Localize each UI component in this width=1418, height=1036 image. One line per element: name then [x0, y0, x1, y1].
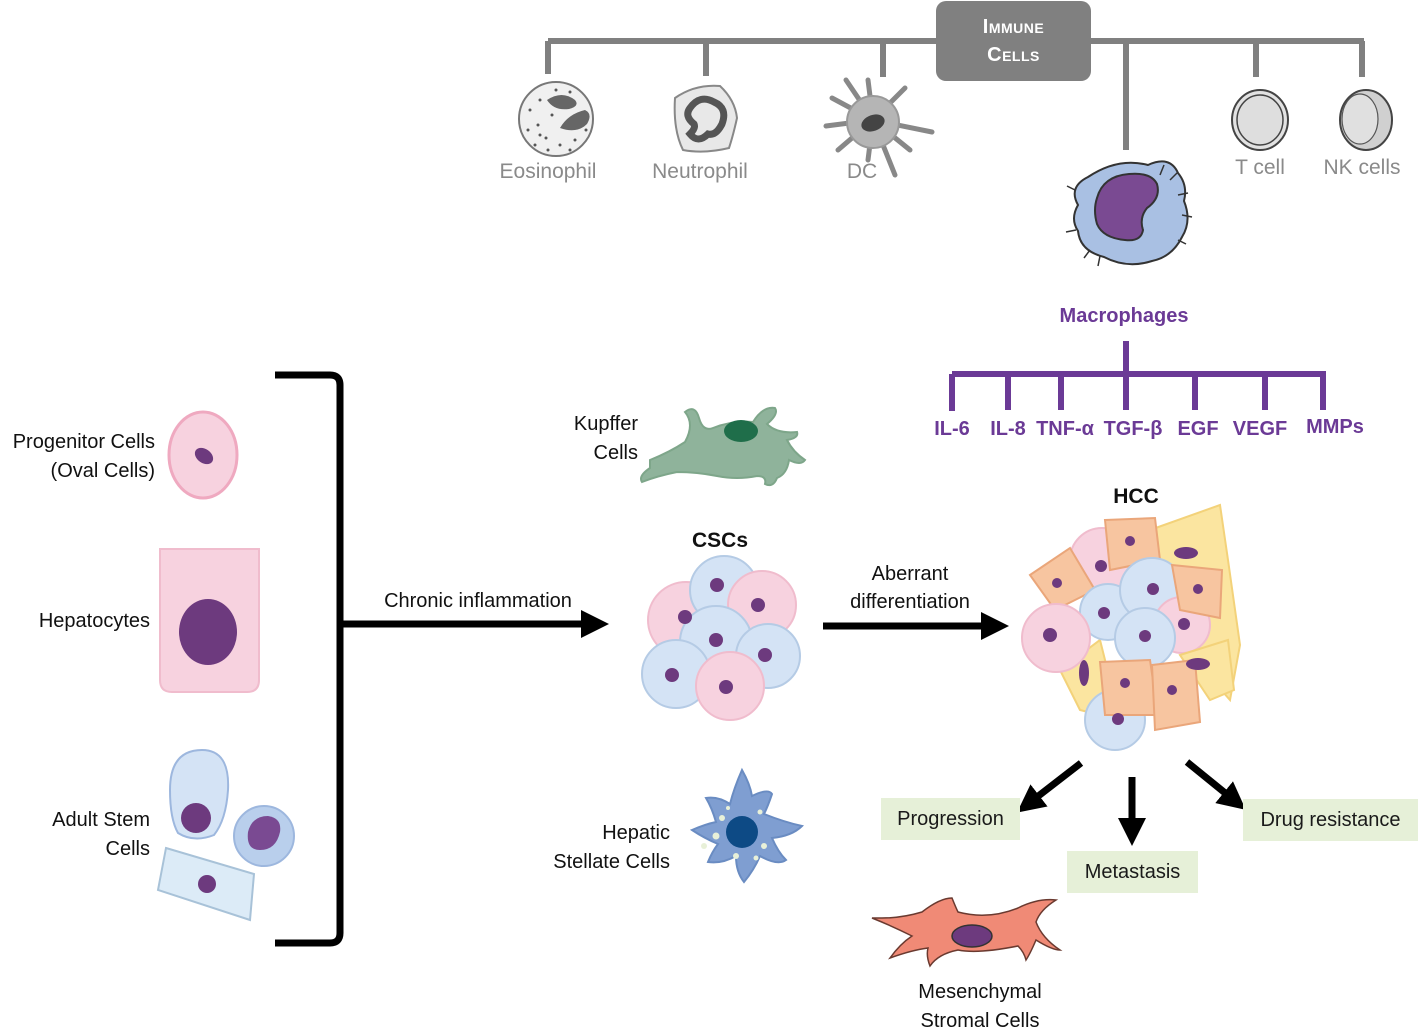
hepatocyte-icon: [159, 548, 260, 693]
factor-il-6: IL-6: [934, 418, 970, 440]
dc-label: DC: [846, 160, 878, 183]
stellate-label-line2: Stellate Cells: [553, 851, 670, 873]
factor-mmps: MMPs: [1306, 416, 1364, 438]
hcc-tumor-icon: [1021, 503, 1242, 751]
kupffer-label-line2: Cells: [593, 442, 638, 464]
immune-cells-box: Immune Cells: [936, 1, 1091, 81]
progression-arrow: [1016, 760, 1084, 813]
t-cell-label: T cell: [1235, 156, 1285, 179]
nk-cell-icon: [1339, 89, 1393, 151]
factor-tgf-beta: TGF-β: [1103, 418, 1163, 440]
adult-stem-cells-label: Adult Stem Cells: [0, 806, 150, 864]
outcome-drug-resistance: Drug resistance: [1243, 799, 1418, 841]
aberrant-differentiation-label: Aberrant differentiation: [820, 560, 1000, 616]
adult-stem-cells-label-line1: Adult Stem: [52, 809, 150, 831]
factor-tnf-alpha: TNF-α: [1036, 418, 1094, 440]
immune-cells-title-line1: Immune: [982, 16, 1045, 38]
arrows: [340, 610, 1246, 846]
kupffer-cell-icon: [640, 406, 807, 487]
mesenchymal-stromal-cell-icon: [871, 897, 1063, 968]
aberrant-label-line2: differentiation: [850, 591, 970, 613]
hepatic-stellate-cell-icon: [689, 767, 804, 884]
drug-resistance-arrow: [1184, 759, 1246, 810]
macrophage-factor-tree: [949, 341, 1326, 411]
kupffer-cells-label: Kupffer Cells: [520, 410, 638, 468]
hepatocytes-label: Hepatocytes: [38, 610, 150, 632]
neutrophil-icon: [673, 84, 739, 153]
dendritic-cell-icon: [823, 77, 935, 178]
msc-label-line1: Mesenchymal: [918, 981, 1042, 1003]
progenitor-cells-label-line2: (Oval Cells): [50, 460, 155, 482]
progenitor-cell-icon: [167, 410, 239, 500]
progenitor-cells-label: Progenitor Cells (Oval Cells): [0, 428, 155, 486]
origin-bracket: [275, 371, 350, 947]
mesenchymal-stromal-cells-label: Mesenchymal Stromal Cells: [890, 978, 1070, 1036]
eosinophil-icon: [518, 81, 594, 157]
factor-vegf: VEGF: [1232, 418, 1288, 440]
hcc-label: HCC: [1113, 485, 1159, 508]
neutrophil-label: Neutrophil: [652, 160, 748, 183]
stellate-label-line1: Hepatic: [602, 822, 670, 844]
macrophage-icon: [1065, 160, 1193, 267]
chronic-inflammation-label: Chronic inflammation: [384, 590, 572, 612]
eosinophil-label: Eosinophil: [499, 160, 597, 183]
csc-cluster-icon: [641, 555, 801, 721]
msc-label-line2: Stromal Cells: [920, 1010, 1040, 1032]
factor-il-8: IL-8: [990, 418, 1026, 440]
outcome-metastasis: Metastasis: [1067, 851, 1198, 893]
adult-stem-cells-label-line2: Cells: [105, 838, 150, 860]
t-cell-icon: [1231, 89, 1289, 151]
kupffer-label-line1: Kupffer: [573, 413, 638, 435]
progenitor-cells-label-line1: Progenitor Cells: [12, 431, 155, 453]
factor-egf: EGF: [1177, 418, 1219, 440]
hepatic-stellate-cells-label: Hepatic Stellate Cells: [520, 819, 670, 877]
adult-stem-cells-icon: [156, 748, 295, 922]
cscs-label: CSCs: [691, 529, 749, 552]
immune-cells-title-line2: Cells: [987, 44, 1040, 66]
aberrant-label-line1: Aberrant: [871, 563, 949, 585]
macrophages-label: Macrophages: [1059, 305, 1189, 327]
outcome-progression: Progression: [881, 798, 1020, 840]
nk-cells-label: NK cells: [1323, 156, 1401, 179]
